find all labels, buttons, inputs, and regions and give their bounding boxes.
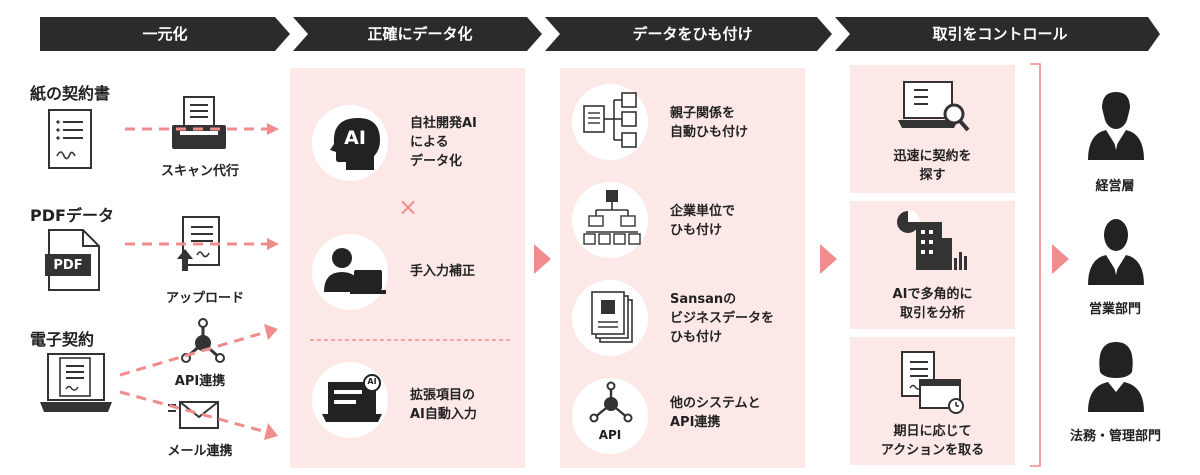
scan-arrow [125, 123, 279, 135]
scanner-icon [172, 96, 226, 149]
step2-chevron [293, 17, 542, 51]
flow-arrow-3 [1052, 244, 1069, 274]
flow-arrow-2 [820, 244, 837, 274]
step3-chevron [545, 17, 832, 51]
legal-person-icon [1088, 342, 1144, 412]
ext-ai-badge-text: AI [367, 377, 377, 386]
step4-chevron [835, 17, 1160, 51]
api-network-icon [589, 381, 633, 423]
ai-line-3: データ化 [410, 154, 463, 169]
manual-correction-label: 手入力補正 [410, 264, 476, 279]
times-symbol: × [398, 193, 419, 221]
document-calendar-icon [901, 351, 964, 414]
mail-icon [168, 401, 219, 429]
role-sales: 営業部門 [1088, 302, 1141, 317]
api-hub-icon [181, 318, 225, 363]
step3-label: データをひも付け [632, 25, 753, 43]
pdf-file-label: PDF [53, 258, 83, 273]
step4-label: 取引をコントロール [932, 25, 1068, 43]
unit-line-1: 企業単位で [670, 204, 736, 219]
upload-arrow [125, 238, 279, 250]
analyze-line-2: 取引を分析 [899, 306, 965, 321]
header-band [40, 17, 1160, 51]
step1-label: 一元化 [142, 25, 188, 43]
api-icon-text: API [598, 428, 622, 442]
flow-arrow-1 [534, 244, 551, 274]
ai-head-icon [330, 118, 380, 170]
ai-line-1: 自社開発AI [410, 116, 477, 131]
dashed-divider [310, 339, 510, 341]
person-laptop-icon [324, 248, 386, 294]
executive-person-icon [1088, 92, 1144, 160]
other-line-1: 他のシステムと [670, 396, 761, 411]
paper-contract-title: 紙の契約書 [30, 84, 111, 103]
other-line-2: API連携 [670, 415, 721, 430]
sansan-line-2: ビジネスデータを [670, 311, 775, 326]
scan-service-label: スキャン代行 [160, 164, 239, 179]
business-card-stack-icon [591, 291, 633, 343]
unit-line-2: ひも付け [670, 223, 723, 238]
step2-label: 正確にデータ化 [367, 25, 473, 43]
action-line-2: アクションを取る [880, 443, 985, 458]
control-bracket [1030, 63, 1041, 467]
analyze-line-1: AIで多角的に [892, 287, 973, 302]
action-line-1: 期日に応じて [893, 424, 972, 439]
laptop-search-icon [898, 81, 970, 132]
search-line-1: 迅速に契約を [893, 149, 972, 164]
ai-line-2: による [410, 135, 449, 150]
role-legal: 法務・管理部門 [1069, 429, 1161, 444]
pdf-data-title: PDFデータ [30, 206, 114, 225]
ext-line-2: AI自動入力 [410, 407, 477, 422]
org-tree-icon [583, 190, 641, 245]
role-exec: 経営層 [1095, 179, 1135, 194]
esign-arrows [119, 324, 278, 440]
parent-line-1: 親子関係を [670, 106, 736, 121]
step1-chevron [40, 17, 290, 51]
paper-document-icon [48, 109, 92, 169]
parent-child-docs-icon [583, 92, 637, 148]
laptop-ai-form-icon [322, 374, 382, 422]
search-line-2: 探す [919, 168, 946, 183]
e-contract-title: 電子契約 [30, 330, 95, 349]
upload-document-icon [177, 216, 220, 271]
pdf-file-icon [45, 229, 100, 291]
ai-head-text: AI [344, 127, 366, 149]
building-analytics-icon [897, 210, 967, 270]
api-link-label: API連携 [174, 374, 226, 389]
sansan-line-1: Sansanの [670, 292, 737, 307]
mail-link-label: メール連携 [167, 444, 233, 459]
upload-label: アップロード [165, 291, 244, 306]
ext-line-1: 拡張項目の [410, 388, 476, 403]
sales-person-icon [1088, 219, 1144, 285]
sansan-line-3: ひも付け [670, 330, 723, 345]
parent-line-2: 自動ひも付け [670, 125, 749, 140]
laptop-contract-icon [40, 353, 112, 412]
